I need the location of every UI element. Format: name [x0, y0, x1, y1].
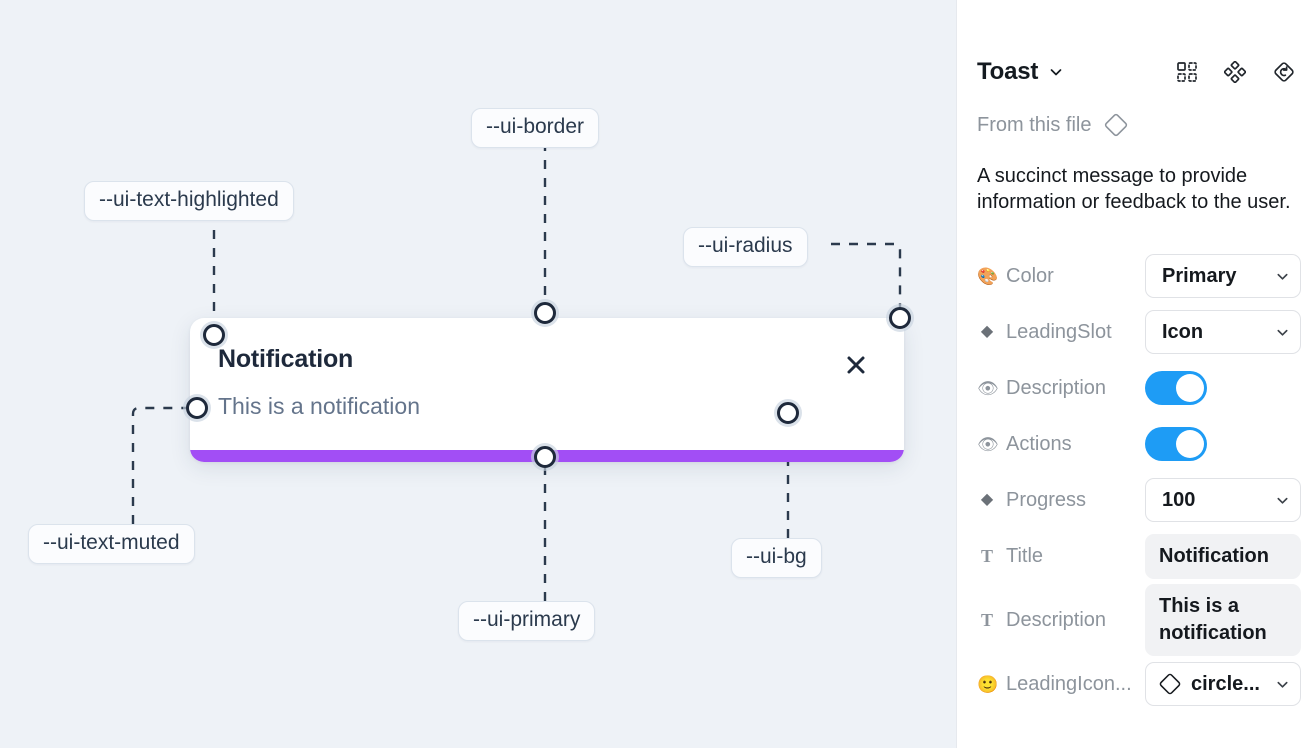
toast-title: Notification — [218, 345, 354, 373]
property-control-actions-visibility — [1145, 427, 1301, 461]
property-control-progress: 100 — [1145, 478, 1301, 522]
actions-toggle[interactable] — [1145, 427, 1207, 461]
node-handle-ui-bg[interactable] — [777, 402, 799, 424]
property-row-actions-visibility: 👁 Actions — [977, 416, 1297, 472]
property-label-leading-slot: ◆ LeadingSlot — [977, 321, 1145, 344]
eye-icon: 👁 — [977, 378, 999, 398]
leading-slot-select-value: Icon — [1162, 320, 1204, 343]
toast-description: This is a notification — [218, 393, 420, 419]
callout-ui-radius[interactable]: --ui-radius — [683, 227, 808, 268]
toggle-knob — [1176, 374, 1204, 402]
property-row-title: T Title Notification — [977, 528, 1301, 584]
property-control-leading-icon: circle... — [1145, 662, 1301, 706]
diamond-icon: ◆ — [980, 491, 994, 508]
callout-ui-text-muted[interactable]: --ui-text-muted — [28, 524, 195, 565]
properties-panel: Toast — [956, 0, 1312, 748]
property-label-text: LeadingSlot — [1006, 320, 1112, 343]
property-label-actions-visibility: 👁 Actions — [977, 433, 1145, 456]
property-label-text: Progress — [1006, 488, 1087, 511]
chevron-down-icon[interactable] — [1048, 64, 1064, 80]
node-handle-ui-border[interactable] — [534, 302, 556, 324]
leading-icon-select[interactable]: circle... — [1145, 662, 1301, 706]
component-grid-icon[interactable] — [1176, 61, 1198, 83]
description-input[interactable]: This is a notification — [1145, 584, 1301, 656]
four-diamonds-icon[interactable] — [1224, 61, 1246, 83]
eye-icon: 👁 — [977, 434, 999, 454]
design-canvas[interactable]: Notification This is a notification --ui… — [0, 0, 956, 748]
progress-select[interactable]: 100 — [1145, 478, 1301, 522]
toast-component-preview[interactable]: Notification This is a notification — [190, 318, 904, 462]
property-control-leading-slot: Icon — [1145, 310, 1301, 354]
property-label-text: Title — [1006, 544, 1044, 567]
property-row-description-text: T Description This is a notification — [977, 584, 1301, 656]
property-control-description-text: This is a notification — [1145, 584, 1301, 656]
property-control-description-visibility — [1145, 371, 1301, 405]
node-handle-ui-radius[interactable] — [889, 307, 911, 329]
callout-ui-bg[interactable]: --ui-bg — [731, 538, 822, 579]
property-label-progress: ◆ Progress — [977, 489, 1145, 512]
progress-select-value: 100 — [1162, 488, 1196, 511]
property-label-color: 🎨 Color — [977, 265, 1145, 288]
reset-diamond-icon[interactable] — [1272, 60, 1296, 84]
text-icon: T — [980, 546, 993, 566]
node-handle-ui-primary[interactable] — [534, 446, 556, 468]
property-label-description-text: T Description — [977, 609, 1145, 632]
property-label-text: Actions — [1006, 432, 1072, 455]
chevron-down-icon — [1275, 677, 1290, 692]
callout-ui-primary[interactable]: --ui-primary — [458, 601, 596, 642]
close-icon[interactable] — [842, 351, 870, 379]
from-this-file-label: From this file — [977, 113, 1092, 136]
component-description: A succinct message to provide informatio… — [977, 165, 1291, 213]
property-row-description-visibility: 👁 Description — [977, 360, 1297, 416]
property-label-text: LeadingIcon... — [1006, 672, 1132, 695]
toggle-knob — [1176, 430, 1204, 458]
property-row-progress: ◆ Progress 100 — [977, 472, 1301, 528]
palette-icon: 🎨 — [977, 266, 999, 286]
property-label-text: Color — [1006, 264, 1054, 287]
title-input[interactable]: Notification — [1145, 533, 1301, 579]
property-label-description-visibility: 👁 Description — [977, 377, 1145, 400]
property-label-title: T Title — [977, 545, 1145, 568]
chevron-down-icon — [1275, 325, 1290, 340]
callout-ui-border[interactable]: --ui-border — [471, 108, 600, 149]
title-input-value: Notification — [1159, 544, 1269, 567]
diamond-component-icon — [1158, 672, 1182, 696]
text-icon: T — [980, 610, 993, 630]
node-handle-ui-text-highlighted[interactable] — [203, 324, 225, 346]
node-handle-ui-text-muted[interactable] — [186, 397, 208, 419]
leading-icon-select-value: circle... — [1191, 672, 1260, 695]
property-label-text: Description — [1006, 376, 1107, 399]
leading-slot-select[interactable]: Icon — [1145, 310, 1301, 354]
from-this-file-row: From this file — [977, 112, 1129, 138]
property-label-text: Description — [1006, 608, 1107, 631]
chevron-down-icon — [1275, 269, 1290, 284]
property-row-color: 🎨 Color Primary — [977, 248, 1301, 304]
smiley-icon: 🙂 — [977, 674, 999, 694]
property-row-leading-icon: 🙂 LeadingIcon... circle... — [977, 656, 1301, 712]
color-select[interactable]: Primary — [1145, 254, 1301, 298]
property-control-color: Primary — [1145, 254, 1301, 298]
panel-header: Toast — [977, 52, 1296, 92]
diamond-icon: ◆ — [980, 323, 994, 340]
description-input-value: This is a notification — [1159, 595, 1267, 644]
description-toggle[interactable] — [1145, 371, 1207, 405]
property-row-leading-slot: ◆ LeadingSlot Icon — [977, 304, 1301, 360]
callout-ui-text-highlighted[interactable]: --ui-text-highlighted — [84, 181, 294, 222]
panel-title: Toast — [977, 58, 1039, 85]
panel-header-actions — [1176, 60, 1296, 84]
color-select-value: Primary — [1162, 264, 1237, 287]
chevron-down-icon — [1275, 493, 1290, 508]
property-label-leading-icon: 🙂 LeadingIcon... — [977, 673, 1145, 696]
property-control-title: Notification — [1145, 533, 1301, 579]
property-list: 🎨 Color Primary — [977, 248, 1301, 712]
diamond-component-icon — [1103, 112, 1129, 138]
